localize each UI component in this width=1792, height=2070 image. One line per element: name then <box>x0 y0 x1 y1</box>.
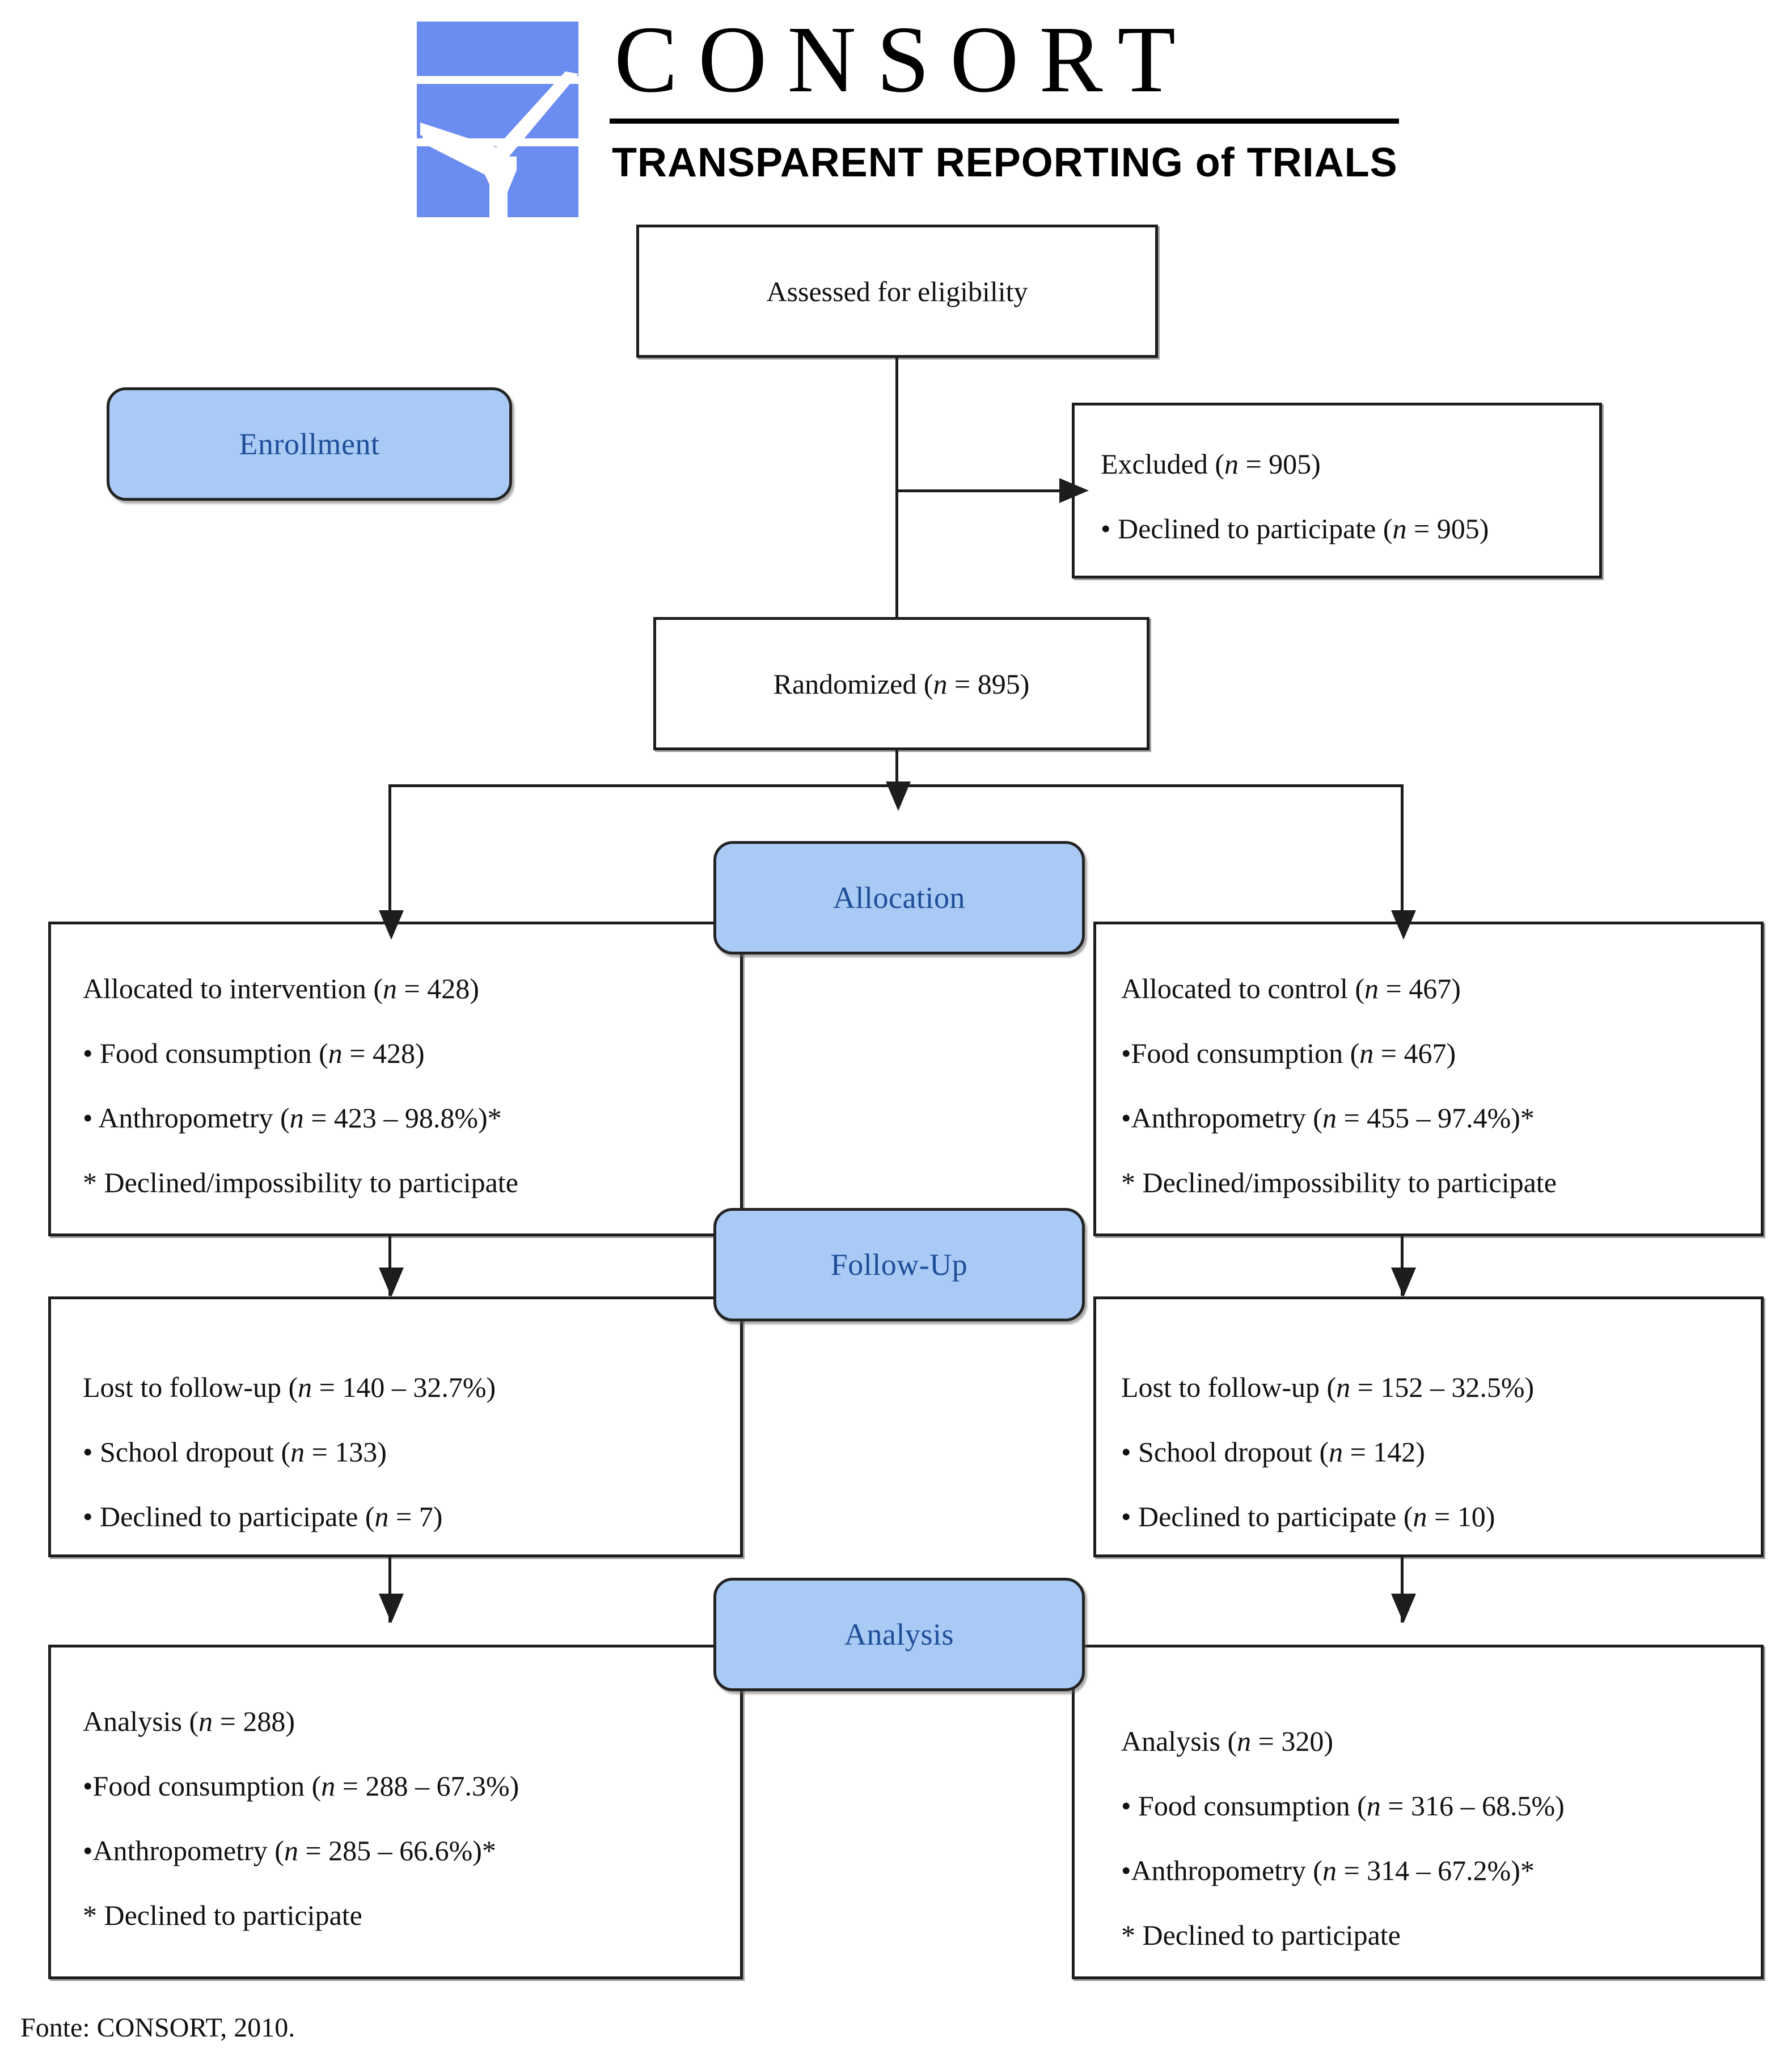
connector-follow-left-to-analysis <box>388 1557 391 1623</box>
follow-right-line-2: • School dropout (n = 142) <box>1121 1436 1425 1468</box>
analysis-right-line-3: •Anthropometry (n = 314 – 67.2%)* <box>1121 1854 1535 1886</box>
consort-wordmark-block: CONSORT TRANSPARENT REPORTING of TRIALS <box>610 11 1460 186</box>
node-assessed-for-eligibility: Assessed for eligibility <box>636 225 1158 358</box>
connector-follow-right-to-analysis <box>1401 1557 1404 1623</box>
node-analysis-intervention: Analysis (n = 288) •Food consumption (n … <box>48 1645 743 1979</box>
alloc-right-line-3: •Anthropometry (n = 455 – 97.4%)* <box>1121 1102 1535 1134</box>
connector-split-right-down <box>1401 784 1404 923</box>
analysis-left-line-4: * Declined to participate <box>83 1899 362 1931</box>
alloc-left-line-2: • Food consumption (n = 428) <box>83 1037 425 1069</box>
stage-label-enrollment-text: Enrollment <box>239 427 380 461</box>
node-allocated-control: Allocated to control (n = 467) •Food con… <box>1093 922 1764 1236</box>
connector-alloc-left-to-follow <box>388 1236 391 1296</box>
alloc-left-line-4: * Declined/impossibility to participate <box>83 1167 518 1198</box>
consort-logo-header: CONSORT TRANSPARENT REPORTING of TRIALS <box>0 0 1792 227</box>
stage-label-enrollment: Enrollment <box>107 387 512 501</box>
analysis-left-line-1: Analysis (n = 288) <box>83 1705 295 1737</box>
stage-label-allocation-text: Allocation <box>833 881 965 915</box>
randomized-text: Randomized (n = 895) <box>773 668 1030 700</box>
follow-right-line-1: Lost to follow-up (n = 152 – 32.5%) <box>1121 1371 1535 1403</box>
consort-logo-mark-icon <box>417 22 578 217</box>
arrowhead-randomized-down-icon <box>886 781 911 811</box>
arrowhead-follow-right-icon <box>1391 1268 1416 1297</box>
stage-label-followup-text: Follow-Up <box>830 1248 968 1282</box>
analysis-right-line-4: * Declined to participate <box>1121 1919 1401 1951</box>
node-allocated-intervention: Allocated to intervention (n = 428) • Fo… <box>48 922 743 1236</box>
stage-label-followup: Follow-Up <box>713 1208 1085 1321</box>
arrowhead-to-excluded-icon <box>1059 478 1089 503</box>
arrowhead-right-arm-icon <box>1391 910 1416 940</box>
connector-assessed-down <box>895 358 898 491</box>
analysis-left-line-3: •Anthropometry (n = 285 – 66.6%)* <box>83 1835 496 1866</box>
consort-wordmark: CONSORT <box>614 7 1197 112</box>
arrowhead-analysis-left-icon <box>379 1594 404 1623</box>
analysis-right-line-1: Analysis (n = 320) <box>1121 1725 1334 1757</box>
stage-label-allocation: Allocation <box>713 841 1085 954</box>
alloc-right-line-4: * Declined/impossibility to participate <box>1121 1167 1557 1198</box>
source-note: Fonte: CONSORT, 2010. <box>20 2013 295 2043</box>
node-analysis-control: Analysis (n = 320) • Food consumption (n… <box>1072 1645 1764 1979</box>
alloc-right-line-1: Allocated to control (n = 467) <box>1121 973 1461 1004</box>
stage-label-analysis-text: Analysis <box>844 1617 954 1651</box>
consort-tagline: TRANSPARENT REPORTING of TRIALS <box>612 140 1398 186</box>
arrowhead-analysis-right-icon <box>1391 1594 1416 1623</box>
node-randomized: Randomized (n = 895) <box>653 617 1149 750</box>
checkmark-icon <box>420 71 578 217</box>
arrowhead-follow-left-icon <box>379 1268 404 1297</box>
wordmark-divider <box>610 119 1399 124</box>
follow-left-line-1: Lost to follow-up (n = 140 – 32.7%) <box>83 1371 496 1403</box>
alloc-left-line-3: • Anthropometry (n = 423 – 98.8%)* <box>83 1102 502 1134</box>
connector-randomized-stem <box>895 750 898 784</box>
connector-alloc-right-to-follow <box>1401 1236 1404 1296</box>
alloc-right-line-2: •Food consumption (n = 467) <box>1121 1037 1456 1069</box>
connector-to-randomized <box>895 489 898 617</box>
follow-left-line-2: • School dropout (n = 133) <box>83 1436 387 1468</box>
excluded-heading: Excluded (n = 905) <box>1101 448 1321 480</box>
excluded-bullet-declined: • Declined to participate (n = 905) <box>1101 513 1489 544</box>
analysis-left-line-2: •Food consumption (n = 288 – 67.3%) <box>83 1770 519 1802</box>
assessed-title: Assessed for eligibility <box>766 275 1028 307</box>
follow-right-line-3: • Declined to participate (n = 10) <box>1121 1501 1495 1532</box>
analysis-right-line-2: • Food consumption (n = 316 – 68.5%) <box>1121 1790 1565 1822</box>
follow-left-line-3: • Declined to participate (n = 7) <box>83 1501 443 1532</box>
stage-label-analysis: Analysis <box>713 1578 1085 1691</box>
connector-assessed-to-excluded <box>895 489 1062 492</box>
node-lost-followup-intervention: Lost to follow-up (n = 140 – 32.7%) • Sc… <box>48 1296 743 1557</box>
connector-split-left-down <box>388 784 391 923</box>
alloc-left-line-1: Allocated to intervention (n = 428) <box>83 973 479 1004</box>
node-excluded: Excluded (n = 905) • Declined to partici… <box>1072 403 1602 578</box>
node-lost-followup-control: Lost to follow-up (n = 152 – 32.5%) • Sc… <box>1093 1296 1764 1557</box>
arrowhead-left-arm-icon <box>379 910 404 940</box>
